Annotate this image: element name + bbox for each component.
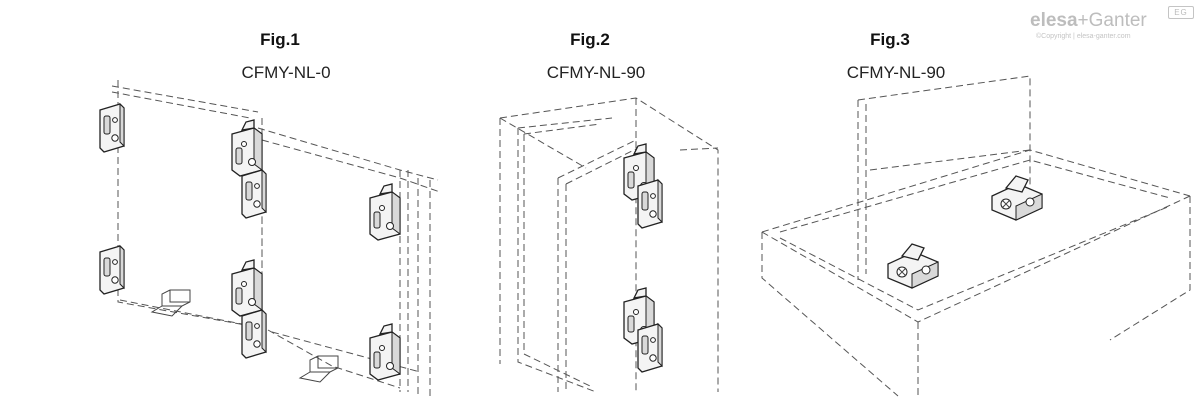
logo-brand-main: elesa — [1030, 10, 1078, 31]
fig3-drawing — [761, 75, 1191, 398]
fig2-drawing — [499, 97, 719, 393]
fig3-subtitle: CFMY-NL-90 — [846, 63, 946, 82]
logo-copyright: ©Copyright | elesa-ganter.com — [1036, 33, 1131, 40]
logo-badge: EG — [1168, 6, 1194, 19]
logo-wordmark: elesa+Ganter — [1030, 10, 1147, 32]
logo-brand-second: Ganter — [1088, 10, 1147, 31]
fig3-title: Fig.3 — [870, 30, 910, 49]
logo-brand-plus: + — [1077, 10, 1089, 31]
fig1-subtitle: CFMY-NL-0 — [241, 63, 331, 82]
fig2-subtitle: CFMY-NL-90 — [546, 63, 646, 82]
fig1-title: Fig.1 — [260, 30, 300, 49]
fig1-drawing — [99, 80, 441, 400]
elesa-ganter-logo: elesa+Ganter EG ©Copyright | elesa-gante… — [1030, 6, 1195, 40]
fig2-title: Fig.2 — [570, 30, 610, 49]
